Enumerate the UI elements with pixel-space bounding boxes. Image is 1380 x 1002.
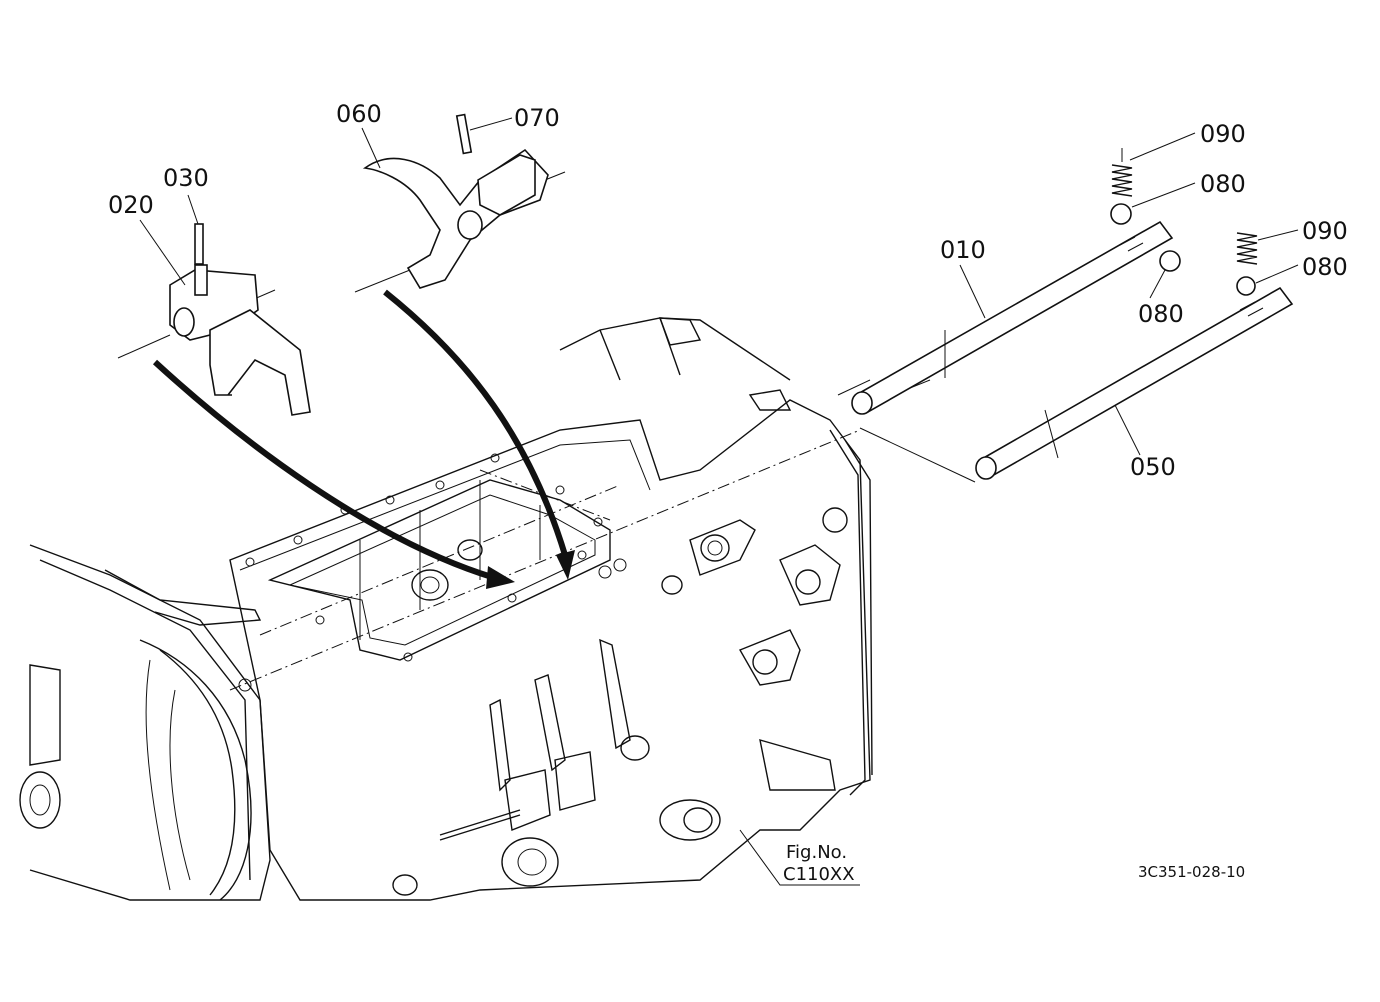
pin-070 xyxy=(455,113,473,155)
label-070: 070 xyxy=(514,104,560,132)
label-060: 060 xyxy=(336,100,382,128)
assembly-center-lines xyxy=(117,171,976,691)
ball-080-side xyxy=(1159,250,1181,272)
shift-rod-010 xyxy=(851,220,1174,415)
leader-lines xyxy=(139,117,1299,886)
label-030: 030 xyxy=(163,164,209,192)
spring-090-upper xyxy=(1111,148,1133,197)
pin-030 xyxy=(194,223,204,265)
label-050: 050 xyxy=(1130,453,1176,481)
shift-fork-060 xyxy=(362,148,549,289)
label-090-lower: 090 xyxy=(1302,217,1348,245)
spring-090-lower xyxy=(1236,232,1258,265)
label-010: 010 xyxy=(940,236,986,264)
drawing-id: 3C351-028-10 xyxy=(1138,863,1245,881)
label-020: 020 xyxy=(108,191,154,219)
ball-080-upper xyxy=(1110,203,1132,225)
label-080-upper: 080 xyxy=(1200,170,1246,198)
transmission-housing xyxy=(19,317,873,901)
fig-ref-title: Fig.No. xyxy=(786,842,847,863)
label-090-upper: 090 xyxy=(1200,120,1246,148)
label-080-side: 080 xyxy=(1138,300,1184,328)
fig-ref-code: C110XX xyxy=(783,864,855,885)
ball-080-lower xyxy=(1236,276,1256,296)
insertion-arrows xyxy=(152,289,575,589)
shift-rod-050 xyxy=(975,286,1294,480)
label-080-lower: 080 xyxy=(1302,253,1348,281)
shift-fork-020 xyxy=(169,264,311,416)
